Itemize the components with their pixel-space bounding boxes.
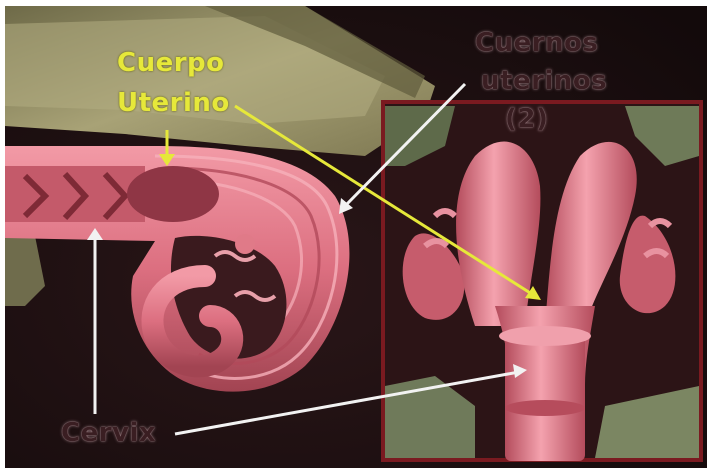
label-cuernos-line1: Cuernos (475, 30, 598, 56)
label-cuerpo-line1: Cuerpo (117, 50, 225, 76)
label-cuernos-line2: uterinos (481, 68, 607, 94)
label-cuerpo-line2: Uterino (117, 90, 230, 116)
label-cuernos-line3: (2) (505, 106, 548, 132)
label-cervix: Cervix (61, 420, 156, 446)
cervix-tube (505, 336, 585, 461)
image-frame: Cuerpo Uterino Cuernos uterinos (2) Cerv… (5, 6, 707, 468)
